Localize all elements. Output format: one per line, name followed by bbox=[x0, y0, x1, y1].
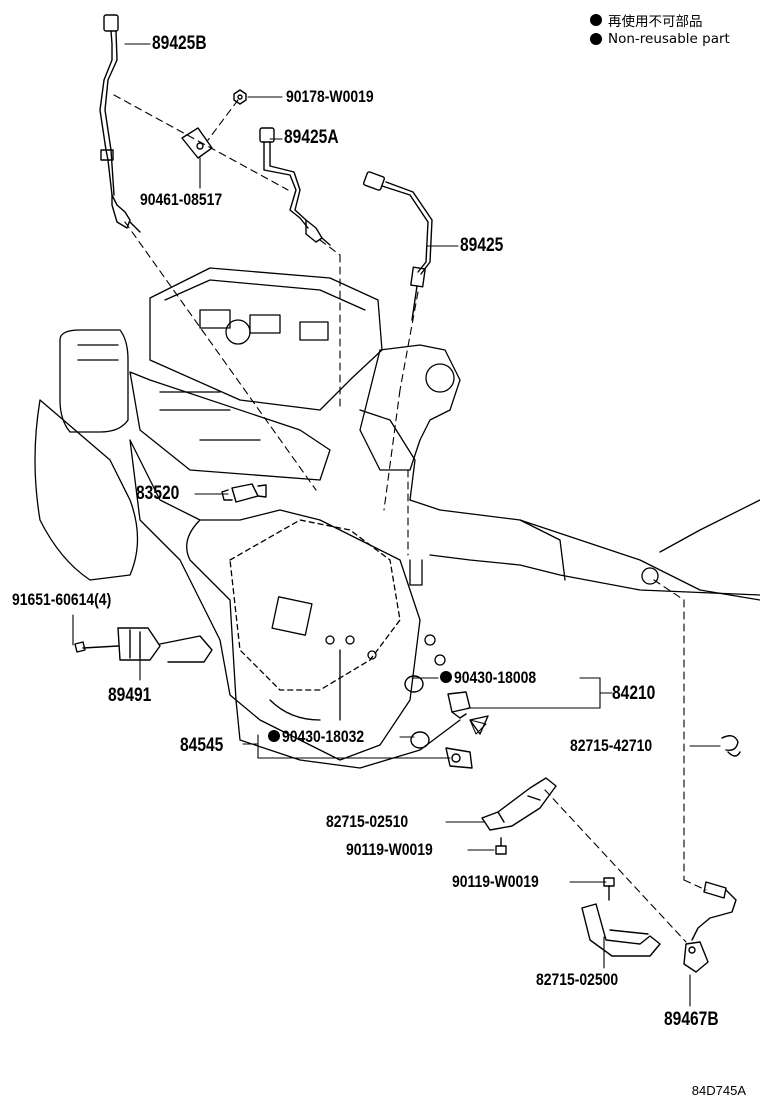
part-label-90119-W0019-a[interactable]: 90119-W0019 bbox=[346, 840, 433, 859]
engine-block bbox=[34, 267, 760, 769]
part-label-82715-42710[interactable]: 82715-42710 bbox=[570, 736, 653, 755]
part-label-90430-18008[interactable]: 90430-18008 bbox=[454, 668, 537, 687]
leader-lines bbox=[72, 43, 721, 1007]
sensor-89425B bbox=[99, 14, 141, 233]
part-label-82715-02510[interactable]: 82715-02510 bbox=[326, 812, 409, 831]
bracket-82715-02510 bbox=[481, 777, 557, 831]
sensor-89425A bbox=[259, 127, 331, 246]
part-label-90461-08517[interactable]: 90461-08517 bbox=[140, 190, 223, 209]
part-label-84210[interactable]: 84210 bbox=[612, 683, 656, 704]
part-label-91651-60614[interactable]: 91651-60614(4) bbox=[12, 590, 112, 609]
clip-90461 bbox=[181, 127, 213, 159]
non-reusable-dot-icon bbox=[590, 14, 602, 26]
non-reusable-dot-icon bbox=[590, 33, 602, 45]
bracket-82715-02500 bbox=[581, 903, 661, 957]
part-label-90430-18032[interactable]: 90430-18032 bbox=[282, 727, 365, 746]
non-reusable-dot-icon bbox=[440, 671, 452, 683]
sensor-89425 bbox=[363, 171, 433, 321]
part-label-89491[interactable]: 89491 bbox=[108, 685, 152, 706]
legend-row-jp: 再使用不可部品 bbox=[590, 10, 703, 30]
part-label-90119-W0019-b[interactable]: 90119-W0019 bbox=[452, 872, 539, 891]
part-label-89425A[interactable]: 89425A bbox=[284, 127, 339, 148]
sensor-84210 bbox=[404, 675, 487, 735]
part-label-89425[interactable]: 89425 bbox=[460, 235, 504, 256]
bolt-90119-a bbox=[495, 837, 507, 855]
arrow-mark bbox=[469, 715, 489, 735]
part-label-90178-W0019[interactable]: 90178-W0019 bbox=[286, 87, 374, 106]
legend-row-en: Non-reusable part bbox=[590, 31, 730, 47]
sensor-89491 bbox=[74, 627, 213, 663]
part-label-82715-02500[interactable]: 82715-02500 bbox=[536, 970, 619, 989]
switch-83520 bbox=[221, 483, 267, 503]
part-label-84545[interactable]: 84545 bbox=[180, 735, 224, 756]
nut-90178 bbox=[233, 89, 247, 105]
dashed-guides bbox=[113, 94, 707, 943]
part-label-89425B[interactable]: 89425B bbox=[152, 33, 207, 54]
legend-label-jp: 再使用不可部品 bbox=[608, 14, 703, 30]
part-label-83520[interactable]: 83520 bbox=[136, 483, 180, 504]
clamp-82715-42710 bbox=[721, 735, 741, 757]
figure-id: 84D745A bbox=[691, 1083, 746, 1098]
sensor-89467B bbox=[683, 881, 737, 973]
non-reusable-dot-icon bbox=[268, 730, 280, 742]
bolt-90119-b bbox=[603, 877, 615, 901]
sensor-84545 bbox=[410, 731, 473, 769]
part-label-89467B[interactable]: 89467B bbox=[664, 1009, 719, 1030]
legend-label-en: Non-reusable part bbox=[608, 31, 730, 47]
